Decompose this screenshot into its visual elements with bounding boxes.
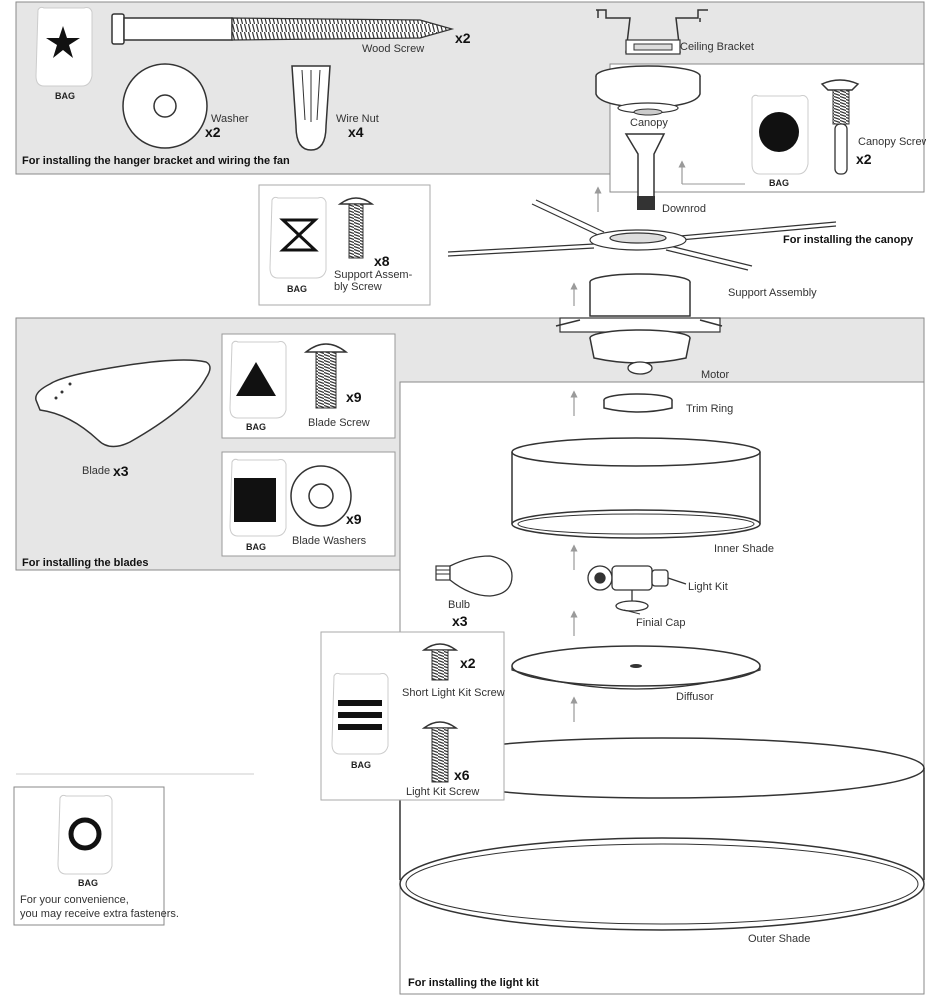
bag-square-icon — [229, 458, 287, 537]
light-kit-screw-label: Light Kit Screw — [406, 786, 479, 798]
washer-label: Washer — [211, 113, 249, 125]
outer-shade-label: Outer Shade — [748, 933, 810, 945]
inner-shade-label: Inner Shade — [714, 543, 774, 555]
blade-qty: x3 — [113, 463, 129, 479]
bag-label-square: BAG — [246, 542, 266, 552]
downrod-icon — [624, 133, 666, 210]
bag-label-lines: BAG — [351, 760, 371, 770]
bag-lines-icon — [331, 672, 389, 755]
light-kit-caption: For installing the light kit — [408, 977, 539, 989]
canopy-screw-icon — [820, 79, 860, 175]
wire-nut-icon — [291, 65, 331, 151]
wire-nut-label: Wire Nut — [336, 113, 379, 125]
trim-ring-label: Trim Ring — [686, 403, 733, 415]
canopy-icon — [595, 65, 701, 116]
light-kit-screw-qty: x6 — [454, 767, 470, 783]
finial-cap-label: Finial Cap — [636, 617, 686, 629]
blade-label: Blade — [82, 465, 110, 477]
blade-washers-qty: x9 — [346, 511, 362, 527]
support-screw-qty: x8 — [374, 253, 390, 269]
wire-nut-qty: x4 — [348, 124, 364, 140]
support-screw-label-1: Support Assem- — [334, 269, 413, 281]
diffusor-icon — [511, 645, 761, 690]
extra-note-line2: you may receive extra fasteners. — [20, 908, 179, 920]
canopy-screw-label: Canopy Screw — [858, 136, 926, 148]
canopy-label: Canopy — [630, 117, 668, 129]
bag-star-icon — [35, 6, 93, 87]
blade-washer-icon — [290, 465, 352, 527]
support-assembly-label: Support Assembly — [728, 287, 817, 299]
canopy-screw-qty: x2 — [856, 151, 872, 167]
trim-ring-icon — [603, 393, 673, 413]
bulb-label: Bulb — [448, 599, 470, 611]
blades-caption: For installing the blades — [22, 557, 149, 569]
support-assembly-screw-icon — [337, 197, 375, 259]
bag-label-star: BAG — [55, 91, 75, 101]
bag-label-circle: BAG — [769, 178, 789, 188]
short-light-kit-screw-qty: x2 — [460, 655, 476, 671]
wood-screw-label: Wood Screw — [362, 43, 424, 55]
ceiling-bracket-icon — [596, 9, 708, 55]
inner-shade-icon — [511, 437, 761, 539]
bag-label-ring: BAG — [78, 878, 98, 888]
ceiling-bracket-label: Ceiling Bracket — [680, 41, 754, 53]
blade-washers-label: Blade Washers — [292, 535, 367, 547]
bag-label-triangle: BAG — [246, 422, 266, 432]
extra-note-line1: For your convenience, — [20, 894, 129, 906]
motor-icon — [555, 273, 723, 375]
downrod-label: Downrod — [662, 203, 706, 215]
light-kit-icon — [587, 565, 687, 612]
wood-screw-qty: x2 — [455, 30, 471, 46]
washer-icon — [122, 63, 208, 149]
bag-hourglass-icon — [269, 196, 327, 279]
support-screw-label-2: bly Screw — [334, 281, 382, 293]
short-light-kit-screw-icon — [421, 643, 459, 681]
light-kit-screw-icon — [421, 721, 459, 783]
blade-icon — [35, 359, 211, 448]
bulb-icon — [435, 555, 513, 597]
short-light-kit-screw-label: Short Light Kit Screw — [402, 687, 505, 699]
blade-screw-qty: x9 — [346, 389, 362, 405]
wood-screw-icon — [111, 13, 455, 45]
bulb-qty: x3 — [452, 613, 468, 629]
washer-qty: x2 — [205, 124, 221, 140]
blade-screw-icon — [303, 343, 349, 409]
bag-ring-icon — [57, 794, 113, 875]
light-kit-label: Light Kit — [688, 581, 728, 593]
diffusor-label: Diffusor — [676, 691, 714, 703]
motor-label: Motor — [701, 369, 729, 381]
bag-triangle-icon — [229, 340, 287, 419]
canopy-caption: For installing the canopy — [783, 234, 914, 246]
support-assembly-icon — [447, 199, 837, 271]
bag-label-hourglass: BAG — [287, 284, 307, 294]
blade-screw-label: Blade Screw — [308, 417, 370, 429]
bag-circle-icon — [751, 94, 809, 175]
hanger-caption: For installing the hanger bracket and wi… — [22, 155, 290, 167]
